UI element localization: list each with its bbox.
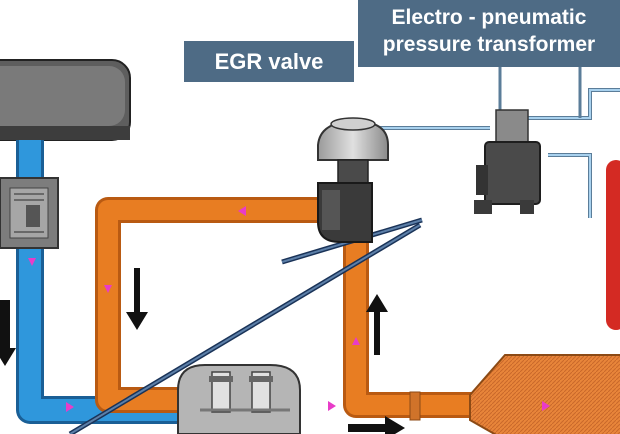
egr-valve-label: EGR valve [184, 41, 354, 82]
arrow-up-icon [366, 294, 388, 355]
air-filter-icon [0, 59, 131, 141]
flow-marker [28, 258, 36, 266]
flow-marker [328, 401, 336, 411]
exhaust-pipe [95, 197, 480, 421]
flow-marker [238, 206, 246, 216]
flow-marker [542, 401, 550, 411]
flow-marker [104, 285, 112, 293]
flow-arrows [0, 268, 405, 434]
pressure-transformer-label-line1: Electro - pneumatic [391, 6, 587, 29]
arrow-right-icon [348, 416, 405, 434]
catalytic-converter-icon [469, 354, 620, 434]
pressure-transformer-label-line2: pressure transformer [382, 33, 596, 56]
egr-valve-icon [317, 117, 389, 243]
pressure-transformer-icon [474, 109, 541, 214]
arrow-down-icon [126, 268, 148, 330]
intake-throttle-icon [0, 177, 59, 249]
flow-markers [28, 206, 550, 412]
arrow-down-icon [0, 300, 16, 366]
flow-marker [66, 402, 74, 412]
flow-marker [352, 337, 360, 345]
pressure-transformer-label: Electro - pneumatic pressure transformer [358, 0, 620, 67]
intercooler-edge [606, 160, 620, 330]
egr-valve-label-text: EGR valve [214, 49, 324, 74]
turbocharger-icon [177, 364, 301, 434]
